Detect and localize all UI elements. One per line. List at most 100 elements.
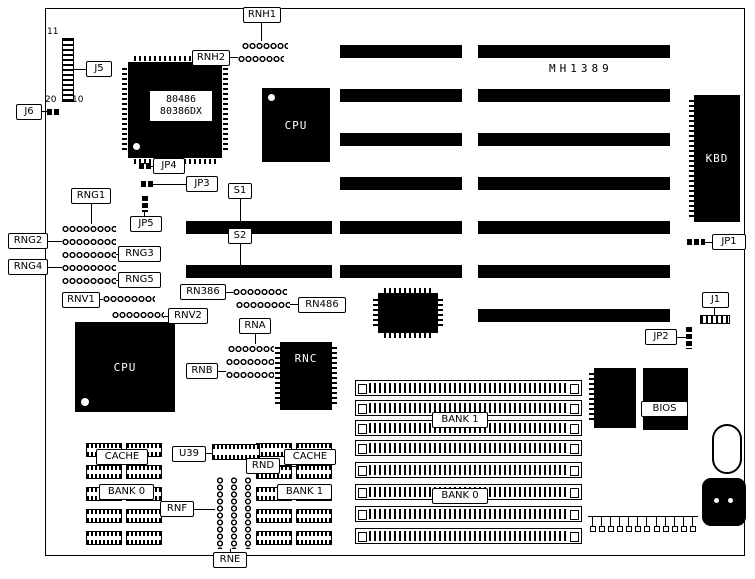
- leader-rnb: [218, 371, 226, 372]
- pin1-dot: [133, 143, 140, 150]
- cpu-lower-chip: CPU: [75, 322, 175, 412]
- power-pin: [635, 517, 642, 532]
- cpu-upper-chip: CPU: [262, 88, 330, 162]
- power-pin: [689, 517, 696, 532]
- isa-slot-5-right: [478, 221, 670, 234]
- leader-rng3: [116, 254, 118, 255]
- chipset-chip: [378, 293, 438, 333]
- jp4-jumper: [139, 163, 151, 169]
- rng2-network: [62, 237, 116, 247]
- rnh1-label: RNH1: [243, 7, 281, 23]
- rng1-label: RNG1: [71, 188, 111, 204]
- leader-rn386: [226, 292, 233, 293]
- rng1-network: [62, 224, 116, 234]
- simm-socket-1: [355, 380, 582, 396]
- power-pin: [590, 517, 596, 532]
- pin1-dot: [81, 398, 89, 406]
- rnc-pins-left: [275, 347, 280, 405]
- power-pin: [617, 517, 624, 532]
- rng3-network: [62, 250, 116, 260]
- power-pin: [644, 517, 651, 532]
- jp3-jumper: [141, 181, 153, 187]
- cache-chip: [296, 531, 332, 545]
- s2-label: S2: [228, 228, 252, 244]
- rn386-label: RN386: [180, 284, 226, 300]
- power-pin: [671, 517, 678, 532]
- bios-chip: [643, 368, 688, 430]
- rnv1-label: RNV1: [62, 292, 100, 308]
- isa-slot-6-left: [340, 265, 462, 278]
- battery: [712, 424, 742, 474]
- main-processor-pins-top: [134, 56, 216, 61]
- rnh1-network: [242, 41, 288, 51]
- rng4-label: RNG4: [8, 259, 48, 275]
- leader-j1: [714, 308, 715, 315]
- j1-header: [700, 315, 730, 324]
- cache-chip: [256, 531, 292, 545]
- j6-label: J6: [16, 104, 42, 120]
- s1-label: S1: [228, 183, 252, 199]
- kbd-label: KBD: [705, 152, 729, 165]
- rng3-label: RNG3: [118, 246, 161, 262]
- power-pin: [599, 517, 606, 532]
- j5-pin10-text: 10: [72, 95, 84, 105]
- j5-header: [62, 38, 74, 102]
- rng2-label: RNG2: [8, 233, 48, 249]
- power-pin: [653, 517, 660, 532]
- j6-header: [47, 109, 61, 115]
- rnv2-network: [112, 310, 164, 320]
- cache-chip: [126, 531, 162, 545]
- cache-chip: [86, 509, 122, 523]
- jp1-jumper: [687, 239, 705, 245]
- leader-rnh2: [230, 57, 238, 58]
- cache-chip: [296, 465, 332, 479]
- rna-label: RNA: [239, 318, 271, 334]
- simm-socket-8: [355, 528, 582, 544]
- leader-j5: [74, 69, 86, 70]
- isa-slot-4-left: [340, 177, 462, 190]
- part-number-line2: 80386DX: [159, 106, 203, 117]
- jp2-jumper: [686, 327, 692, 349]
- leader-u39: [206, 453, 212, 454]
- simm-socket-4: [355, 440, 582, 456]
- rnh2-network: [238, 54, 284, 64]
- leader-rnd: [280, 466, 296, 467]
- isa-slot-6-right: [478, 265, 670, 278]
- isa-slot-7-right: [478, 309, 670, 322]
- cache-chip: [256, 509, 292, 523]
- u39-chip: [212, 444, 260, 460]
- leader-rnh1: [261, 23, 262, 41]
- j5-pin20-text: 20: [45, 95, 57, 105]
- leader-s2: [240, 244, 241, 265]
- leader-rn486: [290, 304, 298, 305]
- rnc-pins-right: [332, 347, 337, 405]
- j5-label: J5: [86, 61, 112, 77]
- leader-jp5: [144, 212, 145, 216]
- switch-s1-bar: [186, 221, 332, 234]
- chipset-pins-bottom: [384, 333, 432, 338]
- simm-bank0-label: BANK 0: [432, 488, 488, 504]
- leader-rna: [255, 334, 256, 344]
- chipset-pins-left: [373, 299, 378, 327]
- connector-pin: [714, 498, 719, 503]
- rnc-chip: RNC: [280, 342, 332, 410]
- isa-slot-5-left: [340, 221, 462, 234]
- rnh2-label: RNH2: [192, 50, 230, 66]
- main-processor-part-number: 80486 80386DX: [150, 91, 212, 121]
- leader-rnv2: [164, 316, 168, 317]
- rnc-label: RNC: [294, 352, 318, 365]
- bios-label: BIOS: [641, 401, 688, 417]
- leader-rng4: [48, 267, 62, 268]
- jp1-label: JP1: [712, 234, 746, 250]
- rna-network-1: [228, 344, 274, 354]
- j5-pin11-text: 11: [47, 27, 59, 37]
- cache-chip: [86, 531, 122, 545]
- rnf-label: RNF: [160, 501, 194, 517]
- isa-slot-1-left: [340, 45, 462, 58]
- cache-bank0-label: BANK 0: [99, 484, 154, 500]
- rnv2-label: RNV2: [168, 308, 208, 324]
- isa-slot-2-right: [478, 89, 670, 102]
- chipset-pins-right: [438, 299, 443, 327]
- rn386-network: [233, 287, 287, 297]
